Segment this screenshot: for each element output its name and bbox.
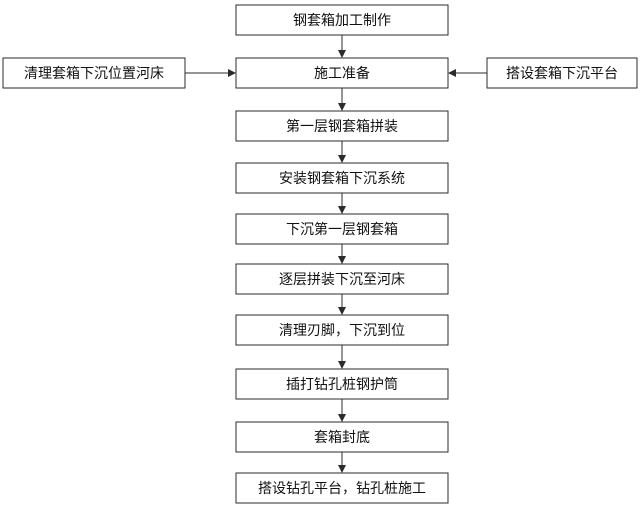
step-4-box-label: 安装钢套箱下沉系统 [279,171,405,187]
arrow-step-7-to-8-head [338,361,346,369]
right-input-box-label: 搭设套箱下沉平台 [506,66,618,82]
step-4-box-frame [235,162,449,194]
step-2-box-label: 施工准备 [314,65,370,82]
step-3-box-label: 第一层钢套箱拼装 [286,118,398,135]
arrow-right-input-to-step-2 [448,69,487,77]
step-2-box: 施工准备 [235,57,449,89]
right-input-box-frame [486,57,638,89]
arrow-step-2-to-3 [338,88,346,111]
step-2-box-frame [235,57,449,89]
arrow-left-input-to-step-2 [185,69,236,77]
step-8-box-frame [235,368,449,400]
step-6-box-frame [235,263,449,295]
arrow-step-1-to-2 [338,35,346,58]
arrow-left-input-to-step-2-head [228,69,236,77]
arrow-step-8-to-9-head [338,414,346,422]
step-5-box-frame [235,213,449,245]
arrow-step-6-to-7 [338,294,346,315]
step-5-box-label: 下沉第一层钢套箱 [286,221,398,238]
step-3-box: 第一层钢套箱拼装 [235,110,449,142]
step-3-box-frame [235,110,449,142]
step-5-box: 下沉第一层钢套箱 [235,213,449,245]
arrow-step-9-to-10 [338,452,346,473]
step-8-box-label: 插打钻孔桩钢护筒 [286,376,398,393]
arrow-step-8-to-9 [338,399,346,422]
step-7-box-label: 清理刃脚，下沉到位 [279,323,405,339]
left-input-box: 清理套箱下沉位置河床 [2,57,186,89]
arrow-step-5-to-6 [338,244,346,264]
left-input-box-frame [2,57,186,89]
step-8-box: 插打钻孔桩钢护筒 [235,368,449,400]
step-7-box-frame [235,314,449,346]
arrow-step-7-to-8 [338,345,346,369]
step-1-box-label: 钢套箱加工制作 [293,13,391,29]
arrow-step-6-to-7-head [338,307,346,315]
step-9-box-frame [235,421,449,453]
left-input-box-label: 清理套箱下沉位置河床 [24,66,164,82]
step-10-box: 搭设钻孔平台，钻孔桩施工 [235,472,449,504]
step-7-box: 清理刃脚，下沉到位 [235,314,449,346]
arrow-step-3-to-4 [338,141,346,163]
arrow-step-5-to-6-head [338,256,346,264]
arrow-step-4-to-5 [338,193,346,214]
arrow-step-3-to-4-head [338,155,346,163]
step-6-box: 逐层拼装下沉至河床 [235,263,449,295]
arrow-step-1-to-2-head [338,50,346,58]
arrow-step-2-to-3-head [338,103,346,111]
step-10-box-label: 搭设钻孔平台，钻孔桩施工 [258,480,426,497]
right-input-box: 搭设套箱下沉平台 [486,57,638,89]
step-10-box-frame [235,472,449,504]
arrow-right-input-to-step-2-head [448,69,456,77]
step-1-box: 钢套箱加工制作 [235,4,449,36]
step-4-box: 安装钢套箱下沉系统 [235,162,449,194]
step-1-box-frame [235,4,449,36]
step-9-box: 套箱封底 [235,421,449,453]
step-6-box-label: 逐层拼装下沉至河床 [279,272,405,288]
arrow-step-9-to-10-head [338,465,346,473]
step-9-box-label: 套箱封底 [314,430,370,446]
arrow-step-4-to-5-head [338,206,346,214]
